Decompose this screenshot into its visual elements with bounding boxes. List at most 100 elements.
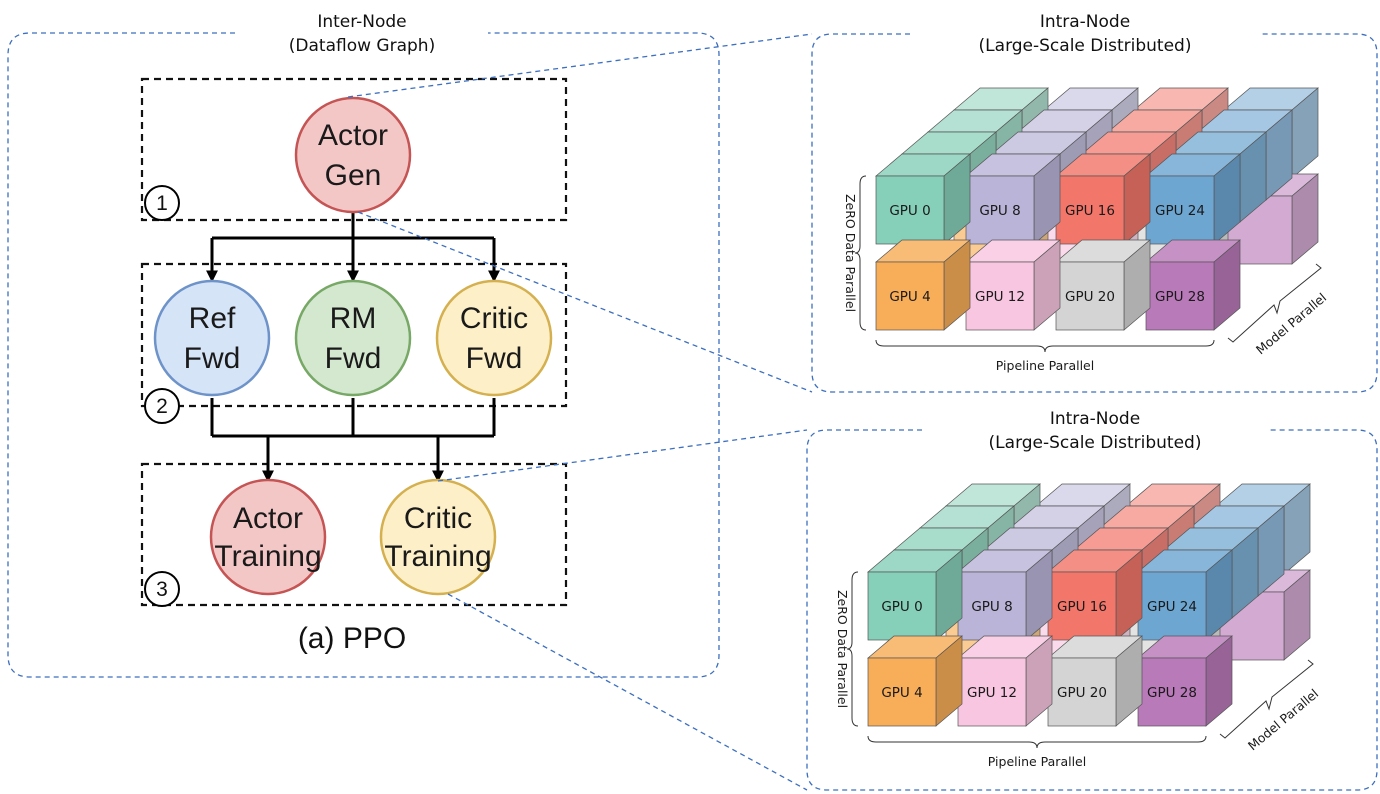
node-actor-training: Actor Training — [209, 478, 327, 596]
inter-node-title: Inter-Node — [317, 12, 406, 32]
gpu-label: GPU 12 — [975, 289, 1025, 305]
gpu-cube: GPU 8 — [965, 153, 1061, 245]
node-label: Fwd — [466, 342, 523, 375]
node-circle — [294, 96, 412, 214]
gpu-label: GPU 8 — [979, 203, 1020, 219]
intra-node-top-subtitle: (Large-Scale Distributed) — [979, 36, 1192, 56]
gpu-label: GPU 24 — [1147, 599, 1197, 615]
cube-front-face — [867, 657, 937, 727]
gpu-cube-grid: GPU 24 GPU 16 GPU 8 GPU 0 GPU 28 GPU 20 GPU 12… — [835, 483, 1321, 769]
gpu-cube: GPU 12 — [965, 239, 1061, 331]
model-parallel-label: Model Parallel — [1245, 686, 1321, 753]
gpu-label: GPU 16 — [1065, 203, 1115, 219]
intra-node-panel-top: Intra-Node (Large-Scale Distributed) GPU… — [811, 12, 1378, 393]
gpu-cube: GPU 8 — [957, 549, 1053, 641]
step-number: 3 — [156, 578, 168, 601]
gpu-label: GPU 0 — [881, 599, 922, 615]
node-actor-gen: Actor Gen — [294, 96, 412, 214]
gpu-label: GPU 28 — [1147, 685, 1197, 701]
step-badge-3: 3 — [144, 571, 180, 607]
zoom-connectors — [347, 33, 813, 791]
cube-front-face — [1137, 657, 1207, 727]
pipeline-parallel-label: Pipeline Parallel — [996, 358, 1094, 373]
intra-node-top-border — [811, 33, 1378, 393]
cube-front-face — [867, 571, 937, 641]
gpu-cube: GPU 28 — [1137, 635, 1233, 727]
gpu-label: GPU 28 — [1155, 289, 1205, 305]
gpu-label: GPU 4 — [889, 289, 930, 305]
gpu-cube-grid: GPU 24 GPU 16 GPU 8 GPU 0 GPU 28 GPU 20 GPU 12… — [843, 87, 1329, 373]
node-critic-fwd: Critic Fwd — [435, 279, 553, 397]
node-label: Actor — [233, 502, 303, 535]
stage-1-box — [140, 77, 568, 222]
cube-front-face — [957, 657, 1027, 727]
node-label: Training — [384, 540, 491, 573]
data-parallel-label: ZeRO Data Parallel — [843, 194, 858, 312]
flow-arrows — [206, 212, 500, 483]
model-parallel-label: Model Parallel — [1253, 290, 1329, 357]
node-label: Ref — [189, 302, 236, 335]
gpu-cube: GPU 20 — [1055, 239, 1151, 331]
cube-front-face — [1055, 261, 1125, 331]
node-rm-fwd: RM Fwd — [294, 279, 412, 397]
node-circle — [294, 279, 412, 397]
gpu-label: GPU 4 — [881, 685, 922, 701]
step-badge-1: 1 — [144, 185, 180, 221]
node-circle — [153, 279, 271, 397]
gpu-cube: GPU 28 — [1145, 239, 1241, 331]
cube-front-face — [965, 175, 1035, 245]
intra-node-bottom-title: Intra-Node — [1050, 409, 1140, 429]
stage-3-box — [140, 462, 568, 607]
intra-node-bottom-subtitle: (Large-Scale Distributed) — [989, 433, 1202, 453]
gpu-label: GPU 16 — [1057, 599, 1107, 615]
cube-front-face — [1145, 175, 1215, 245]
node-label: Fwd — [325, 342, 382, 375]
step-badge-2: 2 — [144, 388, 180, 424]
cube-front-face — [875, 175, 945, 245]
model-parallel-brace — [1227, 263, 1322, 343]
data-parallel-brace — [846, 571, 859, 727]
node-label: Training — [214, 540, 321, 573]
gpu-cube: GPU 0 — [875, 153, 971, 245]
pipeline-parallel-brace — [867, 735, 1207, 749]
gpu-label: GPU 12 — [967, 685, 1017, 701]
node-circle — [435, 279, 553, 397]
cube-front-face — [1145, 261, 1215, 331]
gpu-cube: GPU 24 — [1145, 153, 1241, 245]
data-parallel-brace — [854, 175, 867, 331]
gpu-cube: GPU 16 — [1047, 549, 1143, 641]
gpu-label: GPU 24 — [1155, 203, 1205, 219]
gpu-cube: GPU 20 — [1047, 635, 1143, 727]
gpu-label: GPU 20 — [1057, 685, 1107, 701]
node-label: Actor — [318, 119, 388, 152]
node-label: Gen — [325, 159, 382, 192]
intra-node-bottom-border — [806, 429, 1378, 791]
pipeline-parallel-label: Pipeline Parallel — [988, 754, 1086, 769]
intra-node-panel-bottom: Intra-Node (Large-Scale Distributed) GPU… — [806, 409, 1378, 791]
node-label: RM — [330, 302, 377, 335]
gpu-cube: GPU 12 — [957, 635, 1053, 727]
gpu-label: GPU 20 — [1065, 289, 1115, 305]
inter-node-subtitle: (Dataflow Graph) — [289, 36, 435, 56]
gpu-cube: GPU 0 — [867, 549, 963, 641]
pipeline-parallel-brace — [875, 339, 1215, 353]
node-label: Fwd — [184, 342, 241, 375]
cube-front-face — [1047, 657, 1117, 727]
stage-2-box — [140, 262, 568, 408]
gpu-cube: GPU 24 — [1137, 549, 1233, 641]
gpu-label: GPU 0 — [889, 203, 930, 219]
gpu-label: GPU 8 — [971, 599, 1012, 615]
intra-node-top-title: Intra-Node — [1040, 12, 1130, 32]
inter-node-panel: Inter-Node (Dataflow Graph) 1 2 3 — [7, 12, 720, 678]
node-ref-fwd: Ref Fwd — [153, 279, 271, 397]
gpu-cube: GPU 4 — [875, 239, 971, 331]
step-number: 2 — [156, 395, 168, 418]
model-parallel-brace — [1219, 659, 1314, 739]
data-parallel-label: ZeRO Data Parallel — [835, 590, 850, 708]
node-circle — [379, 478, 497, 596]
cube-front-face — [965, 261, 1035, 331]
cube-front-face — [1047, 571, 1117, 641]
node-label: Critic — [460, 302, 528, 335]
cube-front-face — [875, 261, 945, 331]
